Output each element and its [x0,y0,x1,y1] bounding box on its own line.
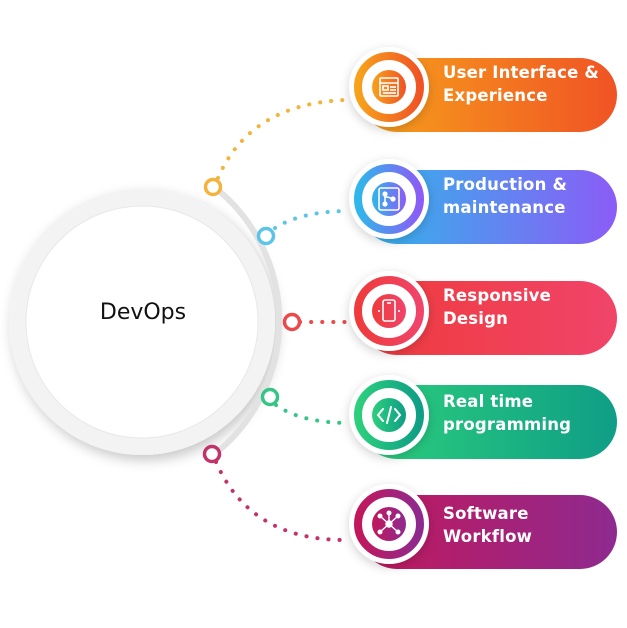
pill-label-2-line1: Production & [443,175,568,194]
pill-1 [349,47,617,132]
pill-label-3-line1: Responsive [443,286,552,305]
connector-arc [209,183,283,459]
pill-label-4-line2: programming [443,415,572,434]
center-circle [9,189,275,455]
node-1 [203,177,223,197]
node-3 [282,312,302,332]
pill-label-5-line2: Workflow [443,527,533,546]
connector-4 [274,403,347,425]
pill-label-4: Real time programming [443,390,621,436]
pill-label-1-line2: Experience [443,86,548,105]
arc-nodes [202,177,302,464]
pill-label-4-line1: Real time [443,392,534,411]
pill-label-1: User Interface & Experience [443,61,621,107]
code-brackets-icon [376,406,402,424]
pill-5 [349,484,617,569]
ui-layout-icon [379,77,399,97]
pill-label-5: Software Workflow [443,502,621,548]
pill-label-5-line1: Software [443,504,529,523]
connector-5 [214,460,347,542]
pill-label-3: Responsive Design [443,284,621,330]
pill-label-2-line2: maintenance [443,198,566,217]
connector-1 [216,98,347,180]
mobile-device-icon [378,299,400,322]
network-nodes-icon [377,510,401,535]
node-2 [256,226,276,246]
node-4 [260,387,280,407]
node-5 [202,444,222,464]
center-label: DevOps [99,300,187,325]
flow-branch-icon [378,187,400,211]
pill-4 [349,375,617,459]
pill-2 [349,159,617,244]
pill-label-2: Production & maintenance [443,173,621,219]
connector-2 [273,209,347,230]
pill-label-1-line1: User Interface & [443,63,600,82]
pill-label-3-line2: Design [443,309,509,328]
dotted-connectors [214,98,347,542]
pill-3 [349,271,617,355]
